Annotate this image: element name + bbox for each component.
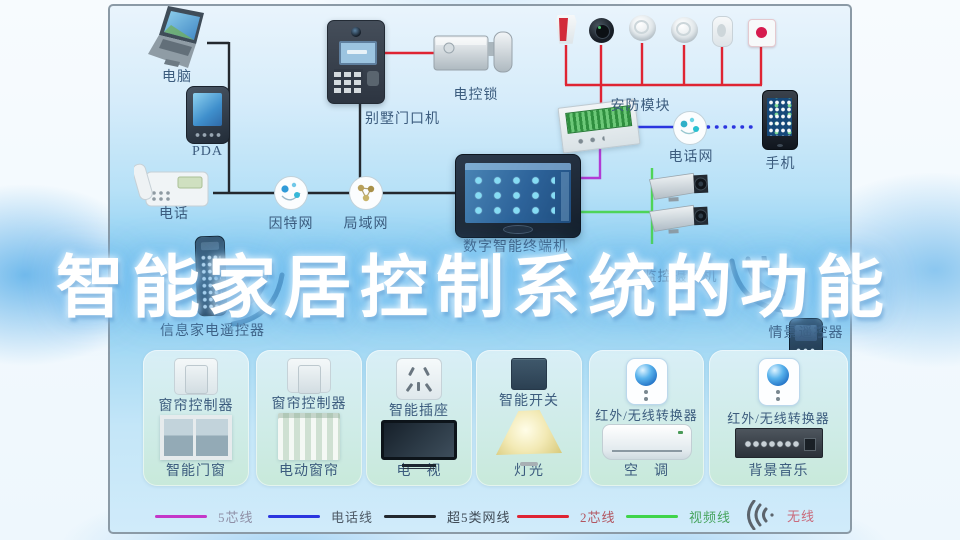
card-controller-label: 智能插座 bbox=[389, 403, 449, 419]
terminal-menu-bar bbox=[465, 163, 571, 170]
terminal-screen bbox=[465, 163, 571, 223]
mobile-phone-label: 手机 bbox=[765, 157, 796, 172]
wireless-waves-icon bbox=[726, 254, 788, 319]
card-device-label: 空 调 bbox=[624, 464, 669, 479]
legend-label: 电话线 bbox=[331, 510, 374, 525]
phone-network-label: 电话网 bbox=[668, 150, 714, 165]
smart-switch-icon bbox=[511, 358, 547, 390]
legend-item-five-core: 5芯线 bbox=[155, 507, 254, 526]
module-chips bbox=[574, 134, 606, 147]
legend-label: 2芯线 bbox=[580, 510, 616, 525]
curtain-controller-icon bbox=[287, 358, 331, 395]
internet-label: 因特网 bbox=[268, 217, 314, 232]
card-device-label: 背景音乐 bbox=[748, 463, 809, 479]
panic-button-icon bbox=[748, 19, 776, 47]
pda-icon bbox=[186, 86, 230, 144]
wireless-waves-icon bbox=[226, 268, 288, 333]
curtain-controller-icon bbox=[174, 358, 218, 396]
smoke-detector-icon bbox=[671, 17, 698, 43]
mobile-screen bbox=[767, 98, 792, 136]
legend-line-swatch bbox=[268, 515, 320, 518]
legend-label: 超5类网线 bbox=[447, 510, 511, 525]
door-keypad bbox=[334, 69, 363, 93]
card-controller-label: 红外/无线转换器 bbox=[727, 410, 830, 426]
tv-icon bbox=[381, 419, 457, 460]
electric-lock-label: 电控锁 bbox=[453, 88, 499, 103]
motion-sensor-icon bbox=[712, 16, 733, 47]
card-device-label: 电动窗帘 bbox=[279, 464, 339, 479]
dome-camera-icon bbox=[589, 18, 614, 43]
internet-node-icon bbox=[273, 175, 309, 211]
device-card-converter-ac: 红外/无线转换器 空 调 bbox=[589, 350, 704, 486]
ir-wireless-converter-icon bbox=[757, 358, 800, 406]
legend-item-phone-line: 电话线 bbox=[268, 507, 373, 526]
scene-remote-label: 情景遥控器 bbox=[768, 326, 844, 341]
smart-window-icon bbox=[160, 415, 232, 460]
surveillance-camera-label: 监控摄像机 bbox=[642, 270, 718, 285]
door-screen bbox=[339, 41, 377, 65]
legend-label: 视频线 bbox=[689, 510, 732, 525]
card-controller-label: 智能开关 bbox=[499, 394, 559, 409]
legend-label: 5芯线 bbox=[218, 510, 254, 525]
page-title: 智能家居控制系统的功能 bbox=[56, 249, 893, 328]
pda-screen bbox=[193, 93, 222, 126]
ir-wireless-converter-icon bbox=[625, 358, 668, 406]
legend-item-wireless: 无线 bbox=[746, 500, 815, 530]
terminal-app-icons bbox=[469, 173, 555, 215]
device-card-curtain-window: 窗帘控制器 智能门窗 bbox=[143, 350, 249, 486]
card-controller-label: 窗帘控制器 bbox=[271, 397, 347, 413]
legend-line-swatch bbox=[155, 515, 207, 518]
background-music-amp-icon bbox=[734, 428, 823, 459]
alarm-siren-icon bbox=[555, 15, 577, 45]
surveillance-camera-icon bbox=[647, 168, 715, 208]
door-camera-lens bbox=[351, 27, 361, 37]
mobile-phone-icon bbox=[762, 90, 798, 150]
legend-item-two-core: 2芯线 bbox=[517, 507, 616, 526]
lan-label: 局域网 bbox=[343, 217, 389, 232]
computer-label: 电脑 bbox=[162, 70, 192, 85]
legend-item-video: 视频线 bbox=[626, 507, 731, 526]
legend-item-cat5e: 超5类网线 bbox=[384, 507, 511, 526]
device-card-curtain-motor: 窗帘控制器 电动窗帘 bbox=[256, 350, 362, 486]
air-conditioner-icon bbox=[601, 424, 692, 460]
door-card-reader bbox=[367, 71, 379, 86]
lan-node-icon bbox=[348, 175, 384, 211]
laptop-icon bbox=[146, 4, 212, 85]
device-card-switch-light: 智能开关 灯光 bbox=[476, 350, 582, 486]
device-card-socket-tv: 智能插座 电 视 bbox=[366, 350, 472, 486]
electric-lock-icon bbox=[432, 26, 516, 83]
electric-curtain-icon bbox=[278, 413, 340, 460]
telephone-label: 电话 bbox=[159, 207, 189, 222]
terminal-sidebar bbox=[561, 172, 569, 221]
pda-label: PDA bbox=[191, 144, 223, 159]
info-appliance-remote-label: 信息家电遥控器 bbox=[160, 324, 265, 339]
smoke-detector-icon bbox=[629, 15, 656, 41]
desk-phone-icon bbox=[132, 156, 214, 217]
smart-terminal-icon bbox=[455, 154, 581, 238]
smart-socket-icon bbox=[396, 358, 442, 400]
terminal-brand-badge bbox=[503, 225, 533, 234]
legend-line-swatch bbox=[517, 515, 569, 518]
device-card-converter-music: 红外/无线转换器 背景音乐 bbox=[709, 350, 848, 486]
five-core-wires bbox=[578, 146, 602, 180]
door-station-icon bbox=[327, 20, 385, 104]
card-device-label: 电 视 bbox=[396, 464, 442, 479]
lamp-icon bbox=[496, 410, 562, 460]
card-device-label: 智能门窗 bbox=[166, 464, 226, 479]
card-device-label: 灯光 bbox=[514, 464, 544, 479]
surveillance-camera-icon bbox=[647, 200, 715, 240]
card-controller-label: 窗帘控制器 bbox=[158, 399, 234, 415]
legend-label: 无线 bbox=[787, 508, 816, 524]
smart-terminal-label: 数字智能终端机 bbox=[463, 240, 568, 255]
card-controller-label: 红外/无线转换器 bbox=[595, 408, 698, 424]
door-station-label: 别墅门口机 bbox=[365, 112, 440, 127]
phone-network-node-icon bbox=[672, 110, 708, 146]
wireless-legend-icon bbox=[747, 500, 774, 530]
legend-line-swatch bbox=[384, 515, 436, 518]
legend-line-swatch bbox=[626, 515, 678, 518]
pda-keys bbox=[194, 131, 222, 139]
security-module-label: 安防模块 bbox=[610, 99, 671, 114]
